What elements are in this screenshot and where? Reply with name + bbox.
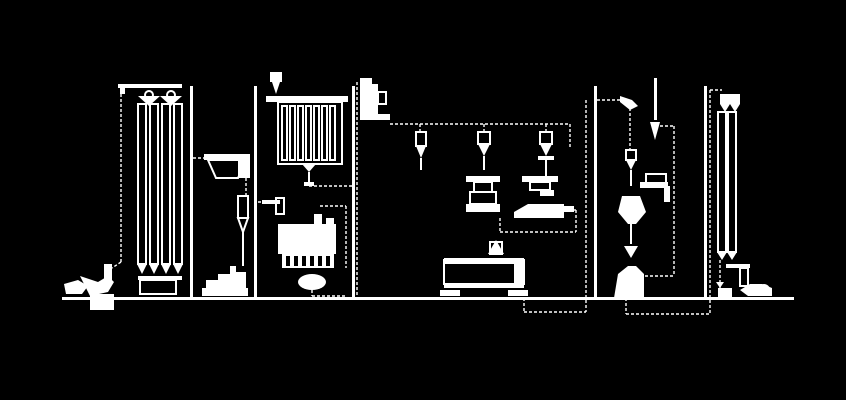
column-separator-2 [254, 86, 257, 298]
right-cyclones [597, 78, 675, 298]
right-pumps [718, 264, 772, 298]
elevator-top [360, 78, 570, 125]
column-separator-5 [704, 86, 707, 298]
column-separator-3 [352, 86, 355, 298]
bag-silo-bank [111, 84, 183, 295]
right-filter-bank [710, 89, 740, 292]
center-press [466, 176, 577, 233]
mixer-tank [258, 197, 347, 297]
column-separator-4 [594, 86, 597, 298]
filter-bank-left [266, 72, 352, 187]
feed-hopper-left [193, 154, 250, 196]
center-conveyor [440, 100, 587, 313]
left-pump-icon [64, 264, 114, 310]
cyclone-left [202, 195, 250, 296]
center-hoppers [415, 124, 571, 176]
column-separator-1 [190, 86, 193, 298]
floor-line [62, 297, 794, 300]
